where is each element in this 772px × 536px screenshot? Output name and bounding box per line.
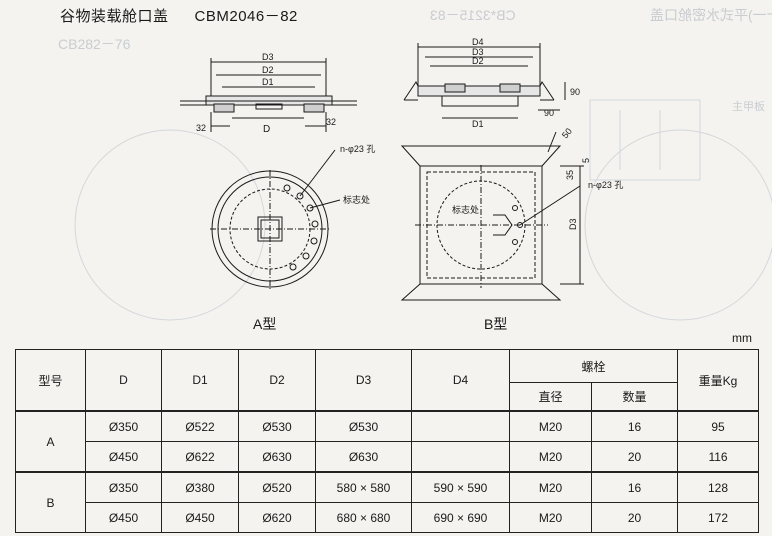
cell-d4 xyxy=(411,410,510,442)
a-label-holes: n-φ23 孔 xyxy=(340,144,375,154)
cell-model: B xyxy=(15,471,86,533)
header-bolt-quantity: 数量 xyxy=(590,382,679,412)
b-label-5: 5 xyxy=(581,158,591,163)
b-label-d3-vertical: D3 xyxy=(568,218,578,230)
cell-weight: 95 xyxy=(677,410,760,442)
cell-d2: Ø630 xyxy=(238,441,316,473)
cell-bolt-diameter: M20 xyxy=(509,441,592,473)
technical-drawing: D3 D2 D1 D 32 32 n-φ23 孔 标志处 A型 xyxy=(74,37,772,332)
b-type-plan xyxy=(400,131,584,301)
a-label-d2: D2 xyxy=(262,65,274,75)
header-model: 型号 xyxy=(15,349,86,412)
cell-bolt-quantity: 16 xyxy=(590,471,679,503)
a-label-d1: D1 xyxy=(262,77,274,87)
cell-bolt-quantity: 16 xyxy=(590,410,679,442)
table-row: Ø450 Ø450 Ø620 680 × 680 690 × 690 M20 2… xyxy=(16,502,760,533)
title-text: 谷物装载舱口盖 xyxy=(60,8,169,25)
cell-bolt-quantity: 20 xyxy=(590,502,679,533)
table-row: Ø450 Ø622 Ø630 Ø630 M20 20 116 xyxy=(16,441,760,473)
header-d: D xyxy=(85,349,162,412)
cell-weight: 128 xyxy=(677,471,760,503)
a-label-32-left: 32 xyxy=(196,123,206,133)
spec-table: 型号 D D1 D2 D3 D4 螺栓 重量Kg 直径 数量 A Ø350 Ø5… xyxy=(15,349,760,533)
b-type-caption: B型 xyxy=(484,316,507,332)
cell-bolt-diameter: M20 xyxy=(509,502,592,533)
a-label-d: D xyxy=(263,124,270,135)
b-label-d4: D4 xyxy=(472,37,484,47)
cell-d: Ø350 xyxy=(85,471,162,503)
b-label-90-horizontal: 90 xyxy=(544,108,554,118)
cell-d1: Ø622 xyxy=(161,441,239,473)
a-type-caption: A型 xyxy=(253,316,276,332)
cell-bolt-diameter: M20 xyxy=(509,471,592,503)
header-bolt: 螺栓 xyxy=(508,349,679,383)
cell-d2: Ø520 xyxy=(238,471,316,503)
ghost-text-right-side: 主甲板 xyxy=(732,101,765,113)
cell-bolt-diameter: M20 xyxy=(509,410,592,442)
cell-d4 xyxy=(411,441,510,473)
standard-code: CBM2046－82 xyxy=(194,8,298,25)
cell-d3: 580 × 580 xyxy=(315,471,412,503)
page-title: 谷物装载舱口盖 CBM2046－82 xyxy=(60,5,298,26)
cell-d4: 690 × 690 xyxy=(411,502,510,533)
a-label-32-right: 32 xyxy=(326,117,336,127)
cell-d3: Ø530 xyxy=(315,410,412,442)
cell-d2: Ø620 xyxy=(238,502,316,533)
b-label-holes: n-φ23 孔 xyxy=(588,180,623,190)
cell-bolt-quantity: 20 xyxy=(590,441,679,473)
header-bolt-diameter: 直径 xyxy=(509,382,592,412)
a-label-d3: D3 xyxy=(262,52,274,62)
cell-weight: 172 xyxy=(677,502,760,533)
ghost-text-left-mid: CB282－76 xyxy=(58,36,131,52)
header-weight: 重量Kg xyxy=(677,349,760,412)
cell-d1: Ø450 xyxy=(161,502,239,533)
header-d3: D3 xyxy=(315,349,412,412)
b-label-90-vertical: 90 xyxy=(570,87,580,97)
cell-d3: 680 × 680 xyxy=(315,502,412,533)
b-label-d3: D3 xyxy=(472,47,484,57)
cell-d1: Ø522 xyxy=(161,410,239,442)
b-label-marker: 标志处 xyxy=(452,204,479,215)
cell-d1: Ø380 xyxy=(161,471,239,503)
a-type-elevation xyxy=(180,58,357,132)
table-row: B Ø350 Ø380 Ø520 580 × 580 590 × 590 M20… xyxy=(15,471,760,533)
b-label-d1: D1 xyxy=(472,119,484,129)
b-type-elevation xyxy=(403,43,566,119)
cell-d: Ø450 xyxy=(85,502,162,533)
cell-d: Ø350 xyxy=(85,410,162,442)
cell-weight: 116 xyxy=(677,441,760,473)
table-row: A Ø350 Ø522 Ø530 Ø530 M20 16 95 xyxy=(15,410,760,473)
b-label-50: 50 xyxy=(560,126,574,140)
unit-label: mm xyxy=(732,331,752,345)
a-label-marker: 标志处 xyxy=(343,194,370,205)
header-d1: D1 xyxy=(161,349,239,412)
cell-d4: 590 × 590 xyxy=(411,471,510,503)
header-d4: D4 xyxy=(411,349,510,412)
a-type-plan xyxy=(210,149,341,290)
header-d2: D2 xyxy=(238,349,316,412)
cell-d2: Ø530 xyxy=(238,410,316,442)
cell-d: Ø450 xyxy=(85,441,162,473)
cell-d3: Ø630 xyxy=(315,441,412,473)
b-label-35: 35 xyxy=(565,170,575,180)
b-label-d2: D2 xyxy=(472,56,484,66)
cell-model: A xyxy=(15,410,86,473)
